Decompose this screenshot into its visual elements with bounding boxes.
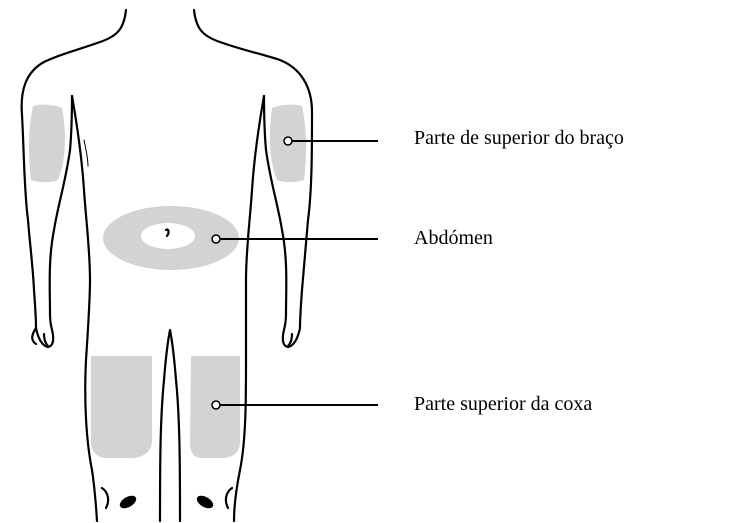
kneecaps — [118, 493, 216, 511]
leader-dot-arm — [284, 137, 292, 145]
outline-knee-right-outer — [226, 488, 232, 508]
kneecap-right — [195, 493, 216, 511]
zone-upper-arm-left — [29, 105, 65, 183]
leader-dot-abdomen — [212, 235, 220, 243]
belly-button — [166, 229, 169, 236]
outline-left-torso — [72, 96, 97, 521]
outline-left-thumb — [44, 334, 48, 346]
outline-inner-legs — [160, 330, 180, 521]
outline-right-torso — [234, 96, 264, 521]
arm-mark — [84, 140, 88, 166]
label-upper-arm: Parte de superior do braço — [414, 126, 624, 150]
outline-right-thumb — [288, 334, 292, 346]
label-upper-thigh: Parte superior da coxa — [414, 392, 592, 416]
kneecap-left — [118, 493, 139, 511]
zone-thigh-left — [91, 356, 152, 458]
label-abdomen: Abdómen — [414, 226, 493, 250]
leader-dot-thigh — [212, 401, 220, 409]
outline-knee-left-outer — [102, 488, 108, 508]
